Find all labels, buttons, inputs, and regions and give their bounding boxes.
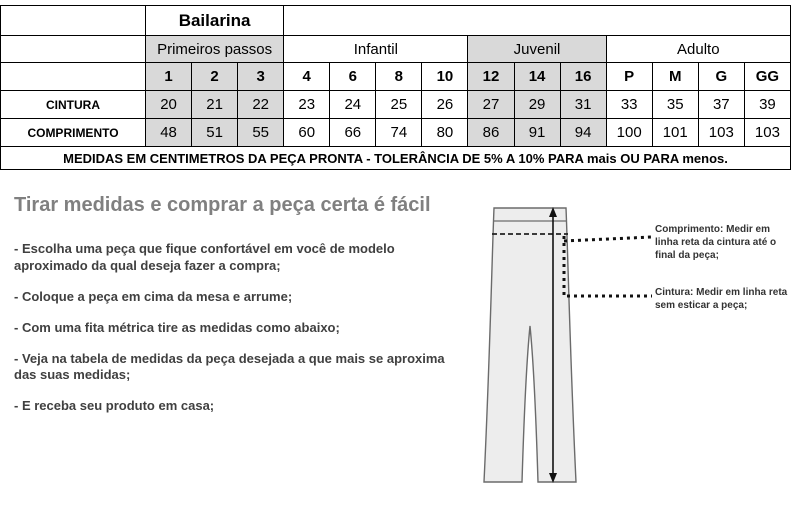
footnote-row: MEDIDAS EM CENTIMETROS DA PEÇA PRONTA - … xyxy=(0,146,791,170)
comprimento-connector xyxy=(563,235,653,243)
title-spacer xyxy=(283,5,791,36)
instruction-item: - Com uma fita métrica tire as medidas c… xyxy=(14,319,340,335)
measurement-diagram: Comprimento: Medir em linha reta da cint… xyxy=(468,196,791,501)
size-cell: 16 xyxy=(559,62,607,91)
value-cell: 51 xyxy=(191,118,239,147)
value-cell: 66 xyxy=(329,118,377,147)
size-table: Bailarina Primeiros passos Infantil Juve… xyxy=(0,5,791,170)
size-header-blank xyxy=(0,62,146,91)
pants-outline xyxy=(483,207,577,483)
instruction-item: - Coloque a peça em cima da mesa e arrum… xyxy=(14,288,293,304)
value-cell: 91 xyxy=(513,118,561,147)
value-cell: 39 xyxy=(743,90,791,119)
group-juvenil: Juvenil xyxy=(467,35,607,63)
value-cell: 86 xyxy=(467,118,515,147)
value-cell: 37 xyxy=(697,90,745,119)
row-label-comprimento: COMPRIMENTO xyxy=(0,118,146,147)
value-cell: 48 xyxy=(144,118,193,147)
size-cell: G xyxy=(697,62,745,91)
value-cell: 74 xyxy=(375,118,423,147)
size-cell: M xyxy=(651,62,699,91)
table-corner xyxy=(0,5,146,36)
size-cell: GG xyxy=(743,62,791,91)
length-arrow-head-top xyxy=(549,207,557,217)
value-cell: 27 xyxy=(467,90,515,119)
value-cell: 103 xyxy=(743,118,791,147)
table-title: Bailarina xyxy=(144,5,285,36)
size-cell: 6 xyxy=(329,62,377,91)
value-cell: 22 xyxy=(237,90,285,119)
cintura-row: CINTURA 20 21 22 23 24 25 26 27 29 31 33… xyxy=(0,90,791,119)
instructions-heading: Tirar medidas e comprar a peça certa é f… xyxy=(14,194,431,216)
value-cell: 21 xyxy=(191,90,239,119)
table-footnote: MEDIDAS EM CENTIMETROS DA PEÇA PRONTA - … xyxy=(0,146,791,170)
size-cell: 2 xyxy=(191,62,239,91)
instruction-item: - Escolha uma peça que fique confortável… xyxy=(14,241,395,273)
value-cell: 80 xyxy=(421,118,469,147)
value-cell: 31 xyxy=(559,90,607,119)
value-cell: 24 xyxy=(329,90,377,119)
value-cell: 20 xyxy=(144,90,193,119)
instruction-item: - Veja na tabela de medidas da peça dese… xyxy=(14,350,445,383)
instructions-section: Tirar medidas e comprar a peça certa é f… xyxy=(14,194,466,429)
value-cell: 60 xyxy=(283,118,331,147)
size-cell: P xyxy=(605,62,653,91)
size-header-row: 1 2 3 4 6 8 10 12 14 16 P M G GG xyxy=(0,62,791,91)
cintura-label: Cintura: Medir em linha reta sem esticar… xyxy=(655,287,788,311)
value-cell: 55 xyxy=(237,118,285,147)
group-header-row: Primeiros passos Infantil Juvenil Adulto xyxy=(0,35,791,63)
value-cell: 23 xyxy=(283,90,331,119)
size-cell: 3 xyxy=(237,62,285,91)
instruction-item: - E receba seu produto em casa; xyxy=(14,398,215,414)
value-cell: 33 xyxy=(605,90,653,119)
row-label-cintura: CINTURA xyxy=(0,90,146,119)
pants-illustration xyxy=(483,207,653,483)
cintura-connector xyxy=(562,236,652,298)
size-cell: 12 xyxy=(467,62,515,91)
size-cell: 1 xyxy=(144,62,193,91)
group-infantil: Infantil xyxy=(283,35,469,63)
size-cell: 14 xyxy=(513,62,561,91)
group-primeiros-passos: Primeiros passos xyxy=(144,35,285,63)
value-cell: 101 xyxy=(651,118,699,147)
value-cell: 35 xyxy=(651,90,699,119)
length-arrow-head-bottom xyxy=(549,473,557,483)
value-cell: 103 xyxy=(697,118,745,147)
group-adulto: Adulto xyxy=(605,35,791,63)
group-header-blank xyxy=(0,35,146,63)
title-row: Bailarina xyxy=(0,5,791,36)
value-cell: 94 xyxy=(559,118,607,147)
comprimento-label: Comprimento: Medir em linha reta da cint… xyxy=(655,224,777,261)
value-cell: 100 xyxy=(605,118,653,147)
size-cell: 8 xyxy=(375,62,423,91)
comprimento-row: COMPRIMENTO 48 51 55 60 66 74 80 86 91 9… xyxy=(0,118,791,147)
size-cell: 4 xyxy=(283,62,331,91)
value-cell: 25 xyxy=(375,90,423,119)
value-cell: 29 xyxy=(513,90,561,119)
size-cell: 10 xyxy=(421,62,469,91)
value-cell: 26 xyxy=(421,90,469,119)
